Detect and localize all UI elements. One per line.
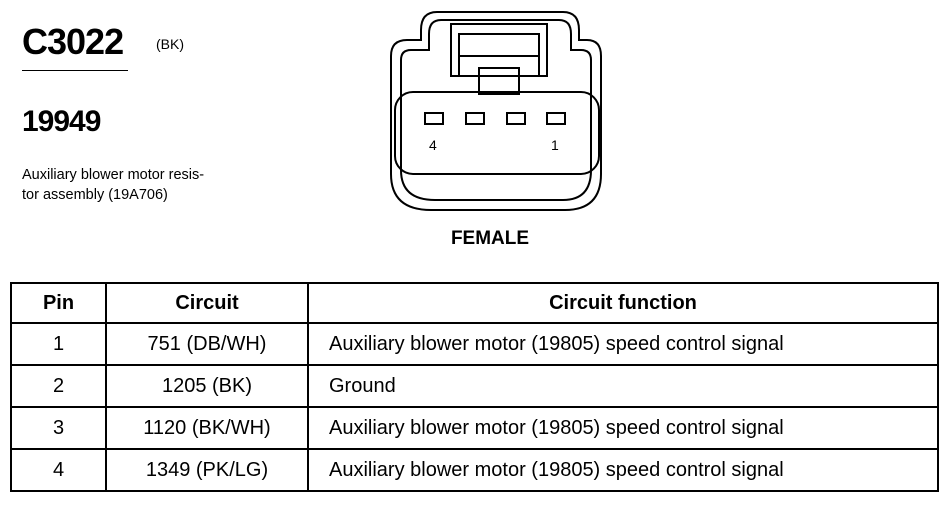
cell-function: Auxiliary blower motor (19805) speed con… [307,448,939,492]
pin-label-1: 1 [551,137,559,153]
table-row: 3 1120 (BK/WH) Auxiliary blower motor (1… [10,406,939,450]
connector-id-underline [22,70,128,71]
connector-color: (BK) [156,36,184,52]
cell-pin: 2 [10,364,107,408]
cell-circuit: 1349 (PK/LG) [105,448,309,492]
cell-circuit: 1205 (BK) [105,364,309,408]
locking-tab-button [478,67,520,95]
header-circuit-function: Circuit function [307,282,939,324]
cell-pin: 1 [10,322,107,366]
pin-cavity-2 [506,112,526,125]
connector-id: C3022 [22,21,124,62]
header-pin: Pin [10,282,107,324]
terminal-face [394,91,600,175]
cell-function: Auxiliary blower motor (19805) speed con… [307,322,939,366]
pin-label-4: 4 [429,137,437,153]
component-description: Auxiliary blower motor resis- tor assemb… [22,165,272,205]
pinout-table: Pin Circuit Circuit function 1 751 (DB/W… [10,282,939,492]
connector-gender-label: FEMALE [450,228,530,249]
cell-function: Ground [307,364,939,408]
housing-outer [390,11,602,211]
table-row: 4 1349 (PK/LG) Auxiliary blower motor (1… [10,448,939,492]
connector-face-diagram: 4 1 [390,11,602,211]
header-circuit: Circuit [105,282,309,324]
part-number: 19949 [22,105,101,138]
description-line-1: Auxiliary blower motor resis- [22,167,205,183]
table-header-row: Pin Circuit Circuit function [10,282,939,324]
cell-pin: 4 [10,448,107,492]
housing-inner [400,19,592,201]
cell-circuit: 751 (DB/WH) [105,322,309,366]
cell-circuit: 1120 (BK/WH) [105,406,309,450]
table-row: 1 751 (DB/WH) Auxiliary blower motor (19… [10,322,939,366]
cell-pin: 3 [10,406,107,450]
description-line-2: tor assembly (19A706) [22,187,168,203]
pin-cavity-3 [465,112,485,125]
cell-function: Auxiliary blower motor (19805) speed con… [307,406,939,450]
pin-cavity-4 [424,112,444,125]
table-row: 2 1205 (BK) Ground [10,364,939,408]
pin-cavity-1 [546,112,566,125]
